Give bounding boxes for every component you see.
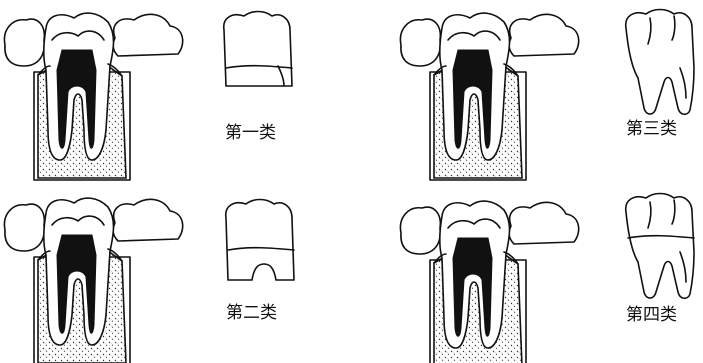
molar-side-illustration	[626, 194, 694, 299]
molar-side-illustration	[626, 10, 694, 115]
tooth-section-illustration	[4, 13, 182, 180]
molar-side-illustration	[224, 12, 292, 87]
panel-label: 第一类	[225, 123, 276, 143]
tooth-section-illustration	[4, 198, 182, 363]
panel-class-2: 第二类	[4, 198, 294, 363]
panel-label: 第二类	[226, 303, 277, 323]
panel-class-4: 第四类	[400, 194, 694, 363]
panel-label: 第四类	[626, 305, 677, 325]
molar-side-illustration	[226, 200, 294, 281]
panel-label: 第三类	[626, 119, 677, 139]
tooth-section-illustration	[400, 201, 578, 363]
panel-class-1: 第一类	[4, 12, 292, 181]
panel-class-3: 第三类	[400, 10, 694, 181]
tooth-section-illustration	[400, 13, 578, 180]
